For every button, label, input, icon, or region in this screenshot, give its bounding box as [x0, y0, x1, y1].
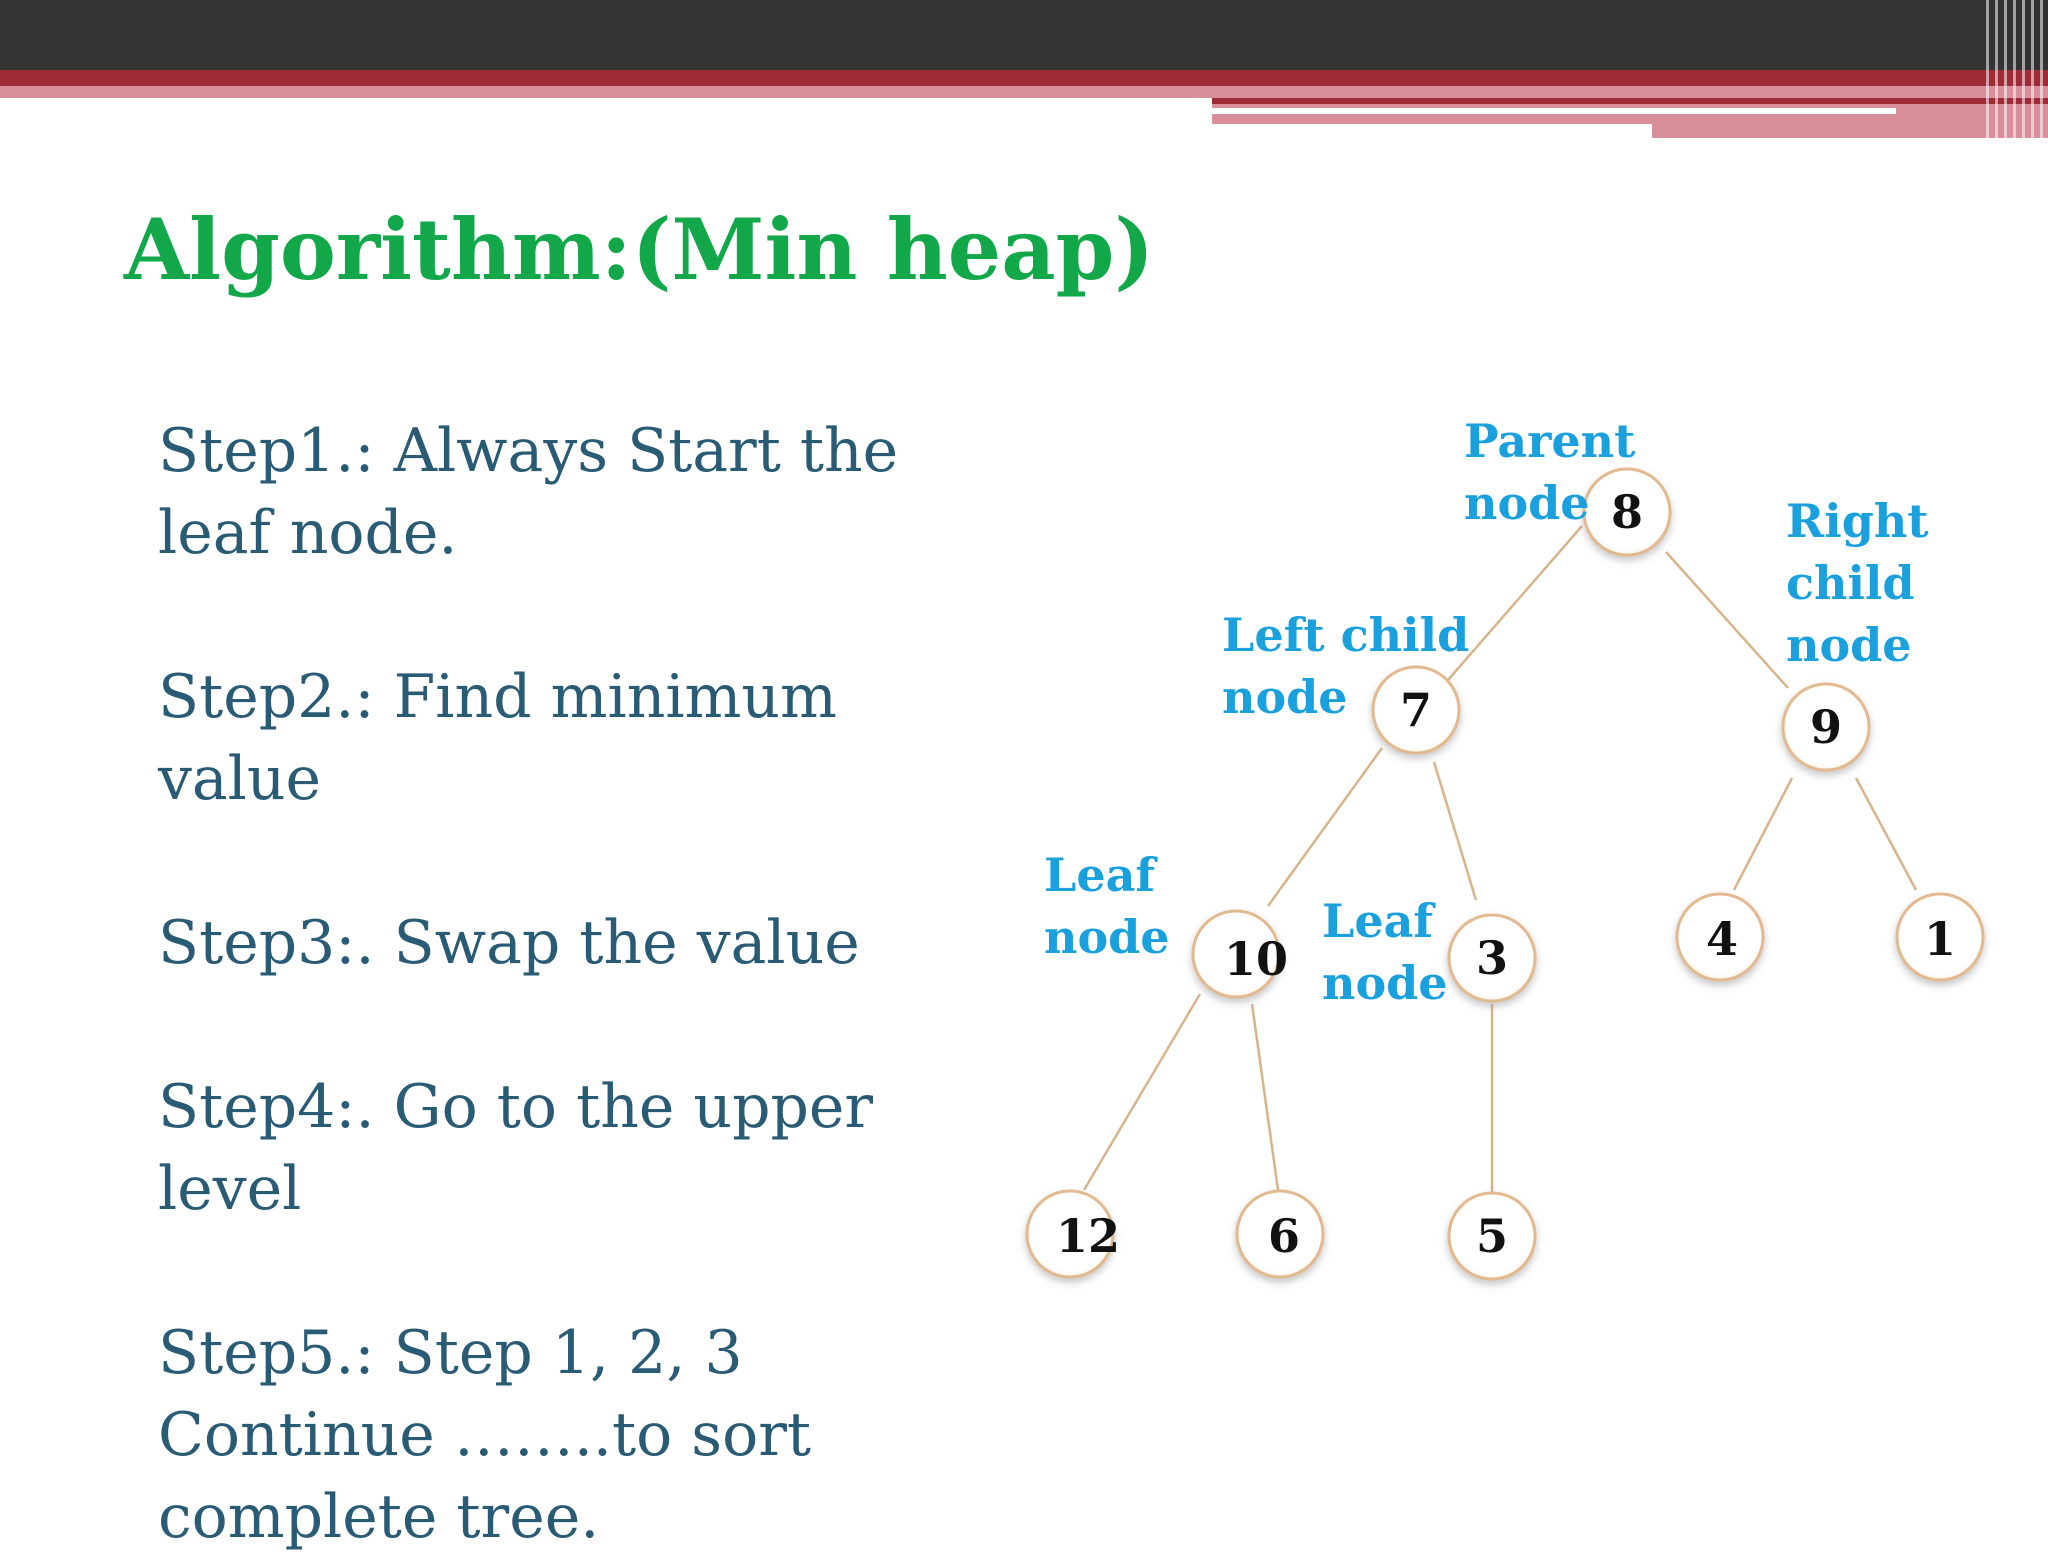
slide-title: Algorithm:(Min heap) [124, 200, 1155, 299]
edge-10-6 [1250, 1003, 1280, 1191]
node-8: 8 [1582, 467, 1672, 557]
header-vertical-lines [1986, 0, 2048, 138]
node-4-value: 4 [1706, 912, 1738, 966]
node-6-value: 6 [1268, 1209, 1300, 1263]
node-8-value: 8 [1611, 485, 1643, 539]
edge-10-12 [1082, 993, 1202, 1191]
label-left-child-node: Left child node [1222, 608, 1470, 724]
node-1-value: 1 [1924, 912, 1956, 966]
label-right-child-node: Right child node [1786, 494, 1929, 672]
header-dark-bar [0, 0, 2048, 70]
node-4: 4 [1675, 892, 1765, 982]
node-9: 9 [1781, 682, 1871, 772]
edge-8-7 [1447, 525, 1583, 681]
node-7-value: 7 [1400, 683, 1432, 737]
edge-8-9 [1665, 551, 1789, 689]
node-5-value: 5 [1476, 1209, 1508, 1263]
edge-9-4 [1732, 777, 1794, 891]
node-6: 6 [1235, 1189, 1325, 1279]
tree-nodes: 8 7 9 10 3 4 1 12 [1025, 467, 1985, 1281]
label-leaf-node-right: Leaf node [1322, 894, 1448, 1010]
header-white-block [1212, 124, 1652, 138]
node-1: 1 [1895, 892, 1985, 982]
node-9-value: 9 [1810, 700, 1842, 754]
edge-9-1 [1854, 777, 1918, 891]
node-3: 3 [1447, 913, 1537, 1003]
header-white-stripe [1212, 108, 1896, 114]
node-3-value: 3 [1476, 931, 1508, 985]
header-red-stripe [1212, 98, 2048, 104]
node-10-value: 10 [1224, 932, 1288, 986]
node-12: 12 [1025, 1189, 1120, 1279]
node-5: 5 [1447, 1191, 1537, 1281]
step-2: Step2.: Find minimum value [158, 662, 837, 814]
node-12-value: 12 [1056, 1209, 1120, 1263]
step-1: Step1.: Always Start the leaf node. [158, 416, 899, 568]
step-3: Step3:. Swap the value [158, 908, 860, 978]
node-10: 10 [1191, 909, 1288, 999]
tree-edges [1082, 525, 1918, 1192]
label-parent-node: Parent node [1464, 414, 1636, 530]
node-7: 7 [1371, 665, 1461, 755]
steps-list: Step1.: Always Start the leaf node. Step… [158, 410, 1018, 1558]
edge-7-10 [1266, 747, 1384, 907]
step-4: Step4:. Go to the upper level [158, 1072, 874, 1224]
edge-7-3 [1432, 761, 1478, 901]
header-pink-bar-left [0, 86, 1212, 98]
label-leaf-node-left: Leaf node [1044, 848, 1170, 964]
header-red-bar [0, 70, 2048, 86]
